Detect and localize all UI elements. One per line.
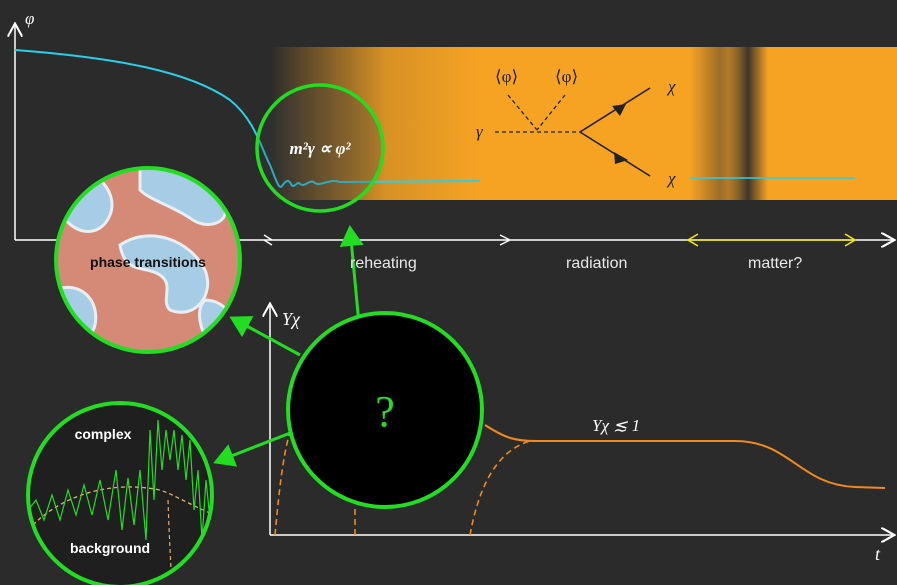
feynman-photon: γ xyxy=(476,122,484,141)
abundance-dashed-1 xyxy=(469,440,531,536)
abundance-curve xyxy=(484,424,886,489)
orange-era-band xyxy=(270,47,897,200)
bottom-x-axis-label: t xyxy=(875,544,881,564)
era-arrows xyxy=(263,233,857,247)
unknown-label: ? xyxy=(375,387,395,436)
field-curve xyxy=(14,49,481,188)
complex-label: complex xyxy=(75,426,132,442)
background-label: background xyxy=(70,540,150,556)
phase-transitions-label: phase transitions xyxy=(90,254,206,270)
feynman-chi-out: χ xyxy=(666,77,676,96)
bottom-axes xyxy=(270,305,893,535)
feynman-chi-in: χ xyxy=(666,169,676,188)
feynman-vev-left: ⟨φ⟩ xyxy=(495,67,518,86)
complex-background-bubble: complex background xyxy=(26,401,214,585)
era-label-radiation: radiation xyxy=(566,255,628,272)
feynman-vev-right: ⟨φ⟩ xyxy=(555,67,578,86)
mass-relation: m²γ ∝ φ² xyxy=(289,139,351,158)
era-label-matter: matter? xyxy=(748,255,803,272)
feynman-diagram: ⟨φ⟩ ⟨φ⟩ γ χ χ xyxy=(476,67,676,188)
unknown-bubble: ? xyxy=(286,311,484,509)
background-oscillation xyxy=(28,419,212,541)
abundance-dashed-2 xyxy=(274,424,293,536)
bottom-y-axis-label: Yχ xyxy=(282,309,301,329)
top-y-axis-label: φ xyxy=(25,9,34,28)
era-label-reheating: reheating xyxy=(350,255,417,272)
phase-transition-bubble: phase transitions xyxy=(54,166,242,354)
abundance-bound-label: Yχ ≲ 1 xyxy=(592,416,640,435)
mass-bubble: m²γ ∝ φ² xyxy=(255,83,385,213)
